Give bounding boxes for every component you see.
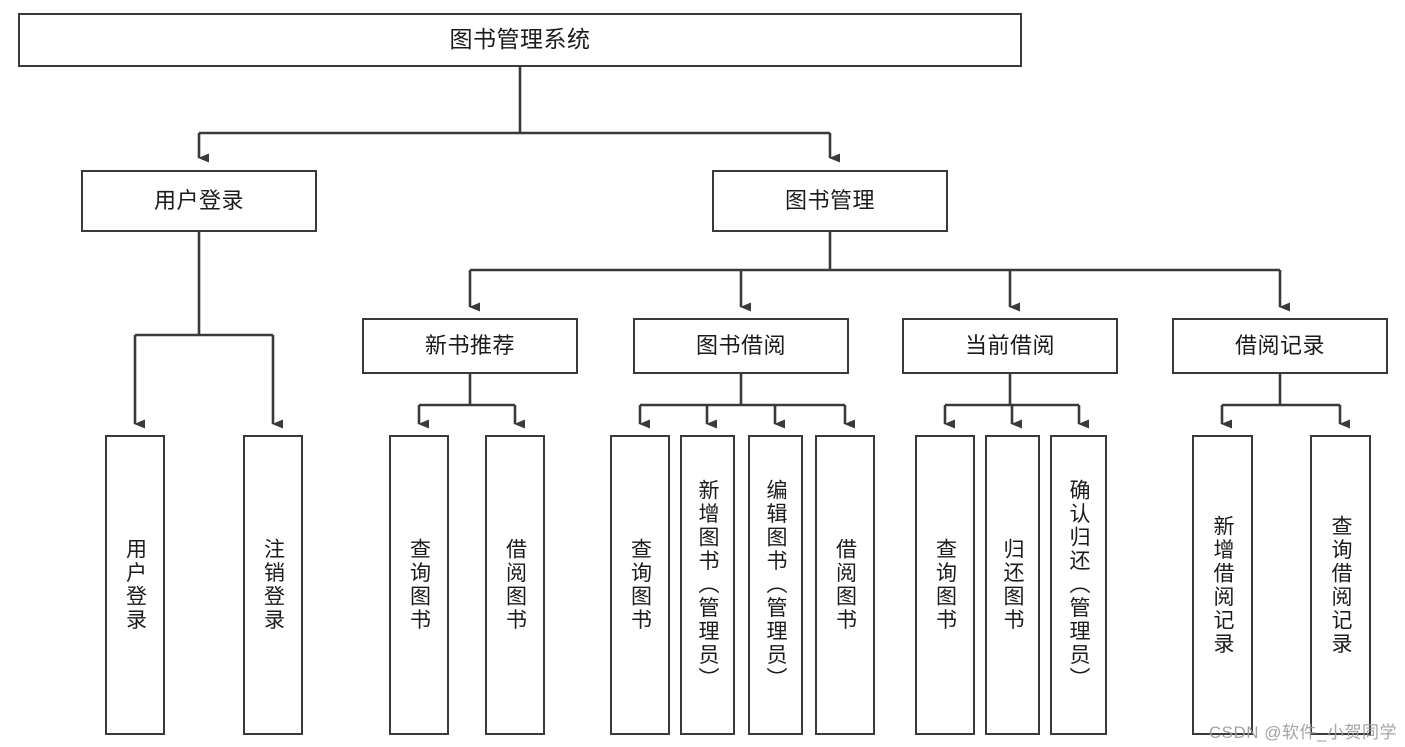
node-new-book-recommend[interactable]: 新书推荐 xyxy=(362,318,578,374)
node-label: 当前借阅 xyxy=(964,332,1055,358)
node-book-borrow[interactable]: 图书借阅 xyxy=(633,318,849,374)
node-label: 新书推荐 xyxy=(424,332,515,358)
node-label: 确认归还（管理员） xyxy=(1067,479,1090,691)
node-leaf-user-login[interactable]: 用户登录 xyxy=(105,435,165,735)
node-label: 查询图书 xyxy=(407,538,431,632)
node-label: 图书管理 xyxy=(784,187,875,213)
node-leaf-query-book-1[interactable]: 查询图书 xyxy=(389,435,449,735)
node-leaf-borrow-book-1[interactable]: 借阅图书 xyxy=(485,435,545,735)
node-label: 借阅图书 xyxy=(833,538,857,632)
node-label: 借阅图书 xyxy=(503,538,527,632)
node-label: 借阅记录 xyxy=(1234,332,1325,358)
node-current-borrow[interactable]: 当前借阅 xyxy=(902,318,1118,374)
node-label: 新增借阅记录 xyxy=(1211,514,1234,656)
node-user-login[interactable]: 用户登录 xyxy=(81,170,317,232)
node-label: 用户登录 xyxy=(123,538,147,632)
node-leaf-query-borrow-record[interactable]: 查询借阅记录 xyxy=(1310,435,1371,735)
node-root-system[interactable]: 图书管理系统 xyxy=(18,13,1022,67)
node-label: 图书借阅 xyxy=(695,332,786,358)
node-label: 查询图书 xyxy=(628,538,652,632)
node-leaf-query-book-3[interactable]: 查询图书 xyxy=(915,435,975,735)
node-borrow-record[interactable]: 借阅记录 xyxy=(1172,318,1388,374)
node-leaf-borrow-book-2[interactable]: 借阅图书 xyxy=(815,435,875,735)
node-label: 注销登录 xyxy=(261,538,285,632)
node-label: 查询借阅记录 xyxy=(1329,514,1352,656)
node-label: 查询图书 xyxy=(933,538,957,632)
node-leaf-add-borrow-record[interactable]: 新增借阅记录 xyxy=(1192,435,1253,735)
node-leaf-query-book-2[interactable]: 查询图书 xyxy=(610,435,670,735)
node-label: 图书管理系统 xyxy=(449,26,591,53)
node-leaf-add-book[interactable]: 新增图书（管理员） xyxy=(680,435,735,735)
node-leaf-return-book[interactable]: 归还图书 xyxy=(985,435,1040,735)
node-leaf-edit-book[interactable]: 编辑图书（管理员） xyxy=(748,435,803,735)
node-label: 归还图书 xyxy=(1001,538,1024,632)
node-label: 编辑图书（管理员） xyxy=(764,479,787,691)
node-book-manage[interactable]: 图书管理 xyxy=(712,170,948,232)
node-leaf-confirm-return[interactable]: 确认归还（管理员） xyxy=(1050,435,1107,735)
node-leaf-user-logout[interactable]: 注销登录 xyxy=(243,435,303,735)
node-label: 用户登录 xyxy=(153,187,244,213)
node-label: 新增图书（管理员） xyxy=(696,479,719,691)
watermark-text: CSDN @软件_小贺同学 xyxy=(1208,723,1397,742)
